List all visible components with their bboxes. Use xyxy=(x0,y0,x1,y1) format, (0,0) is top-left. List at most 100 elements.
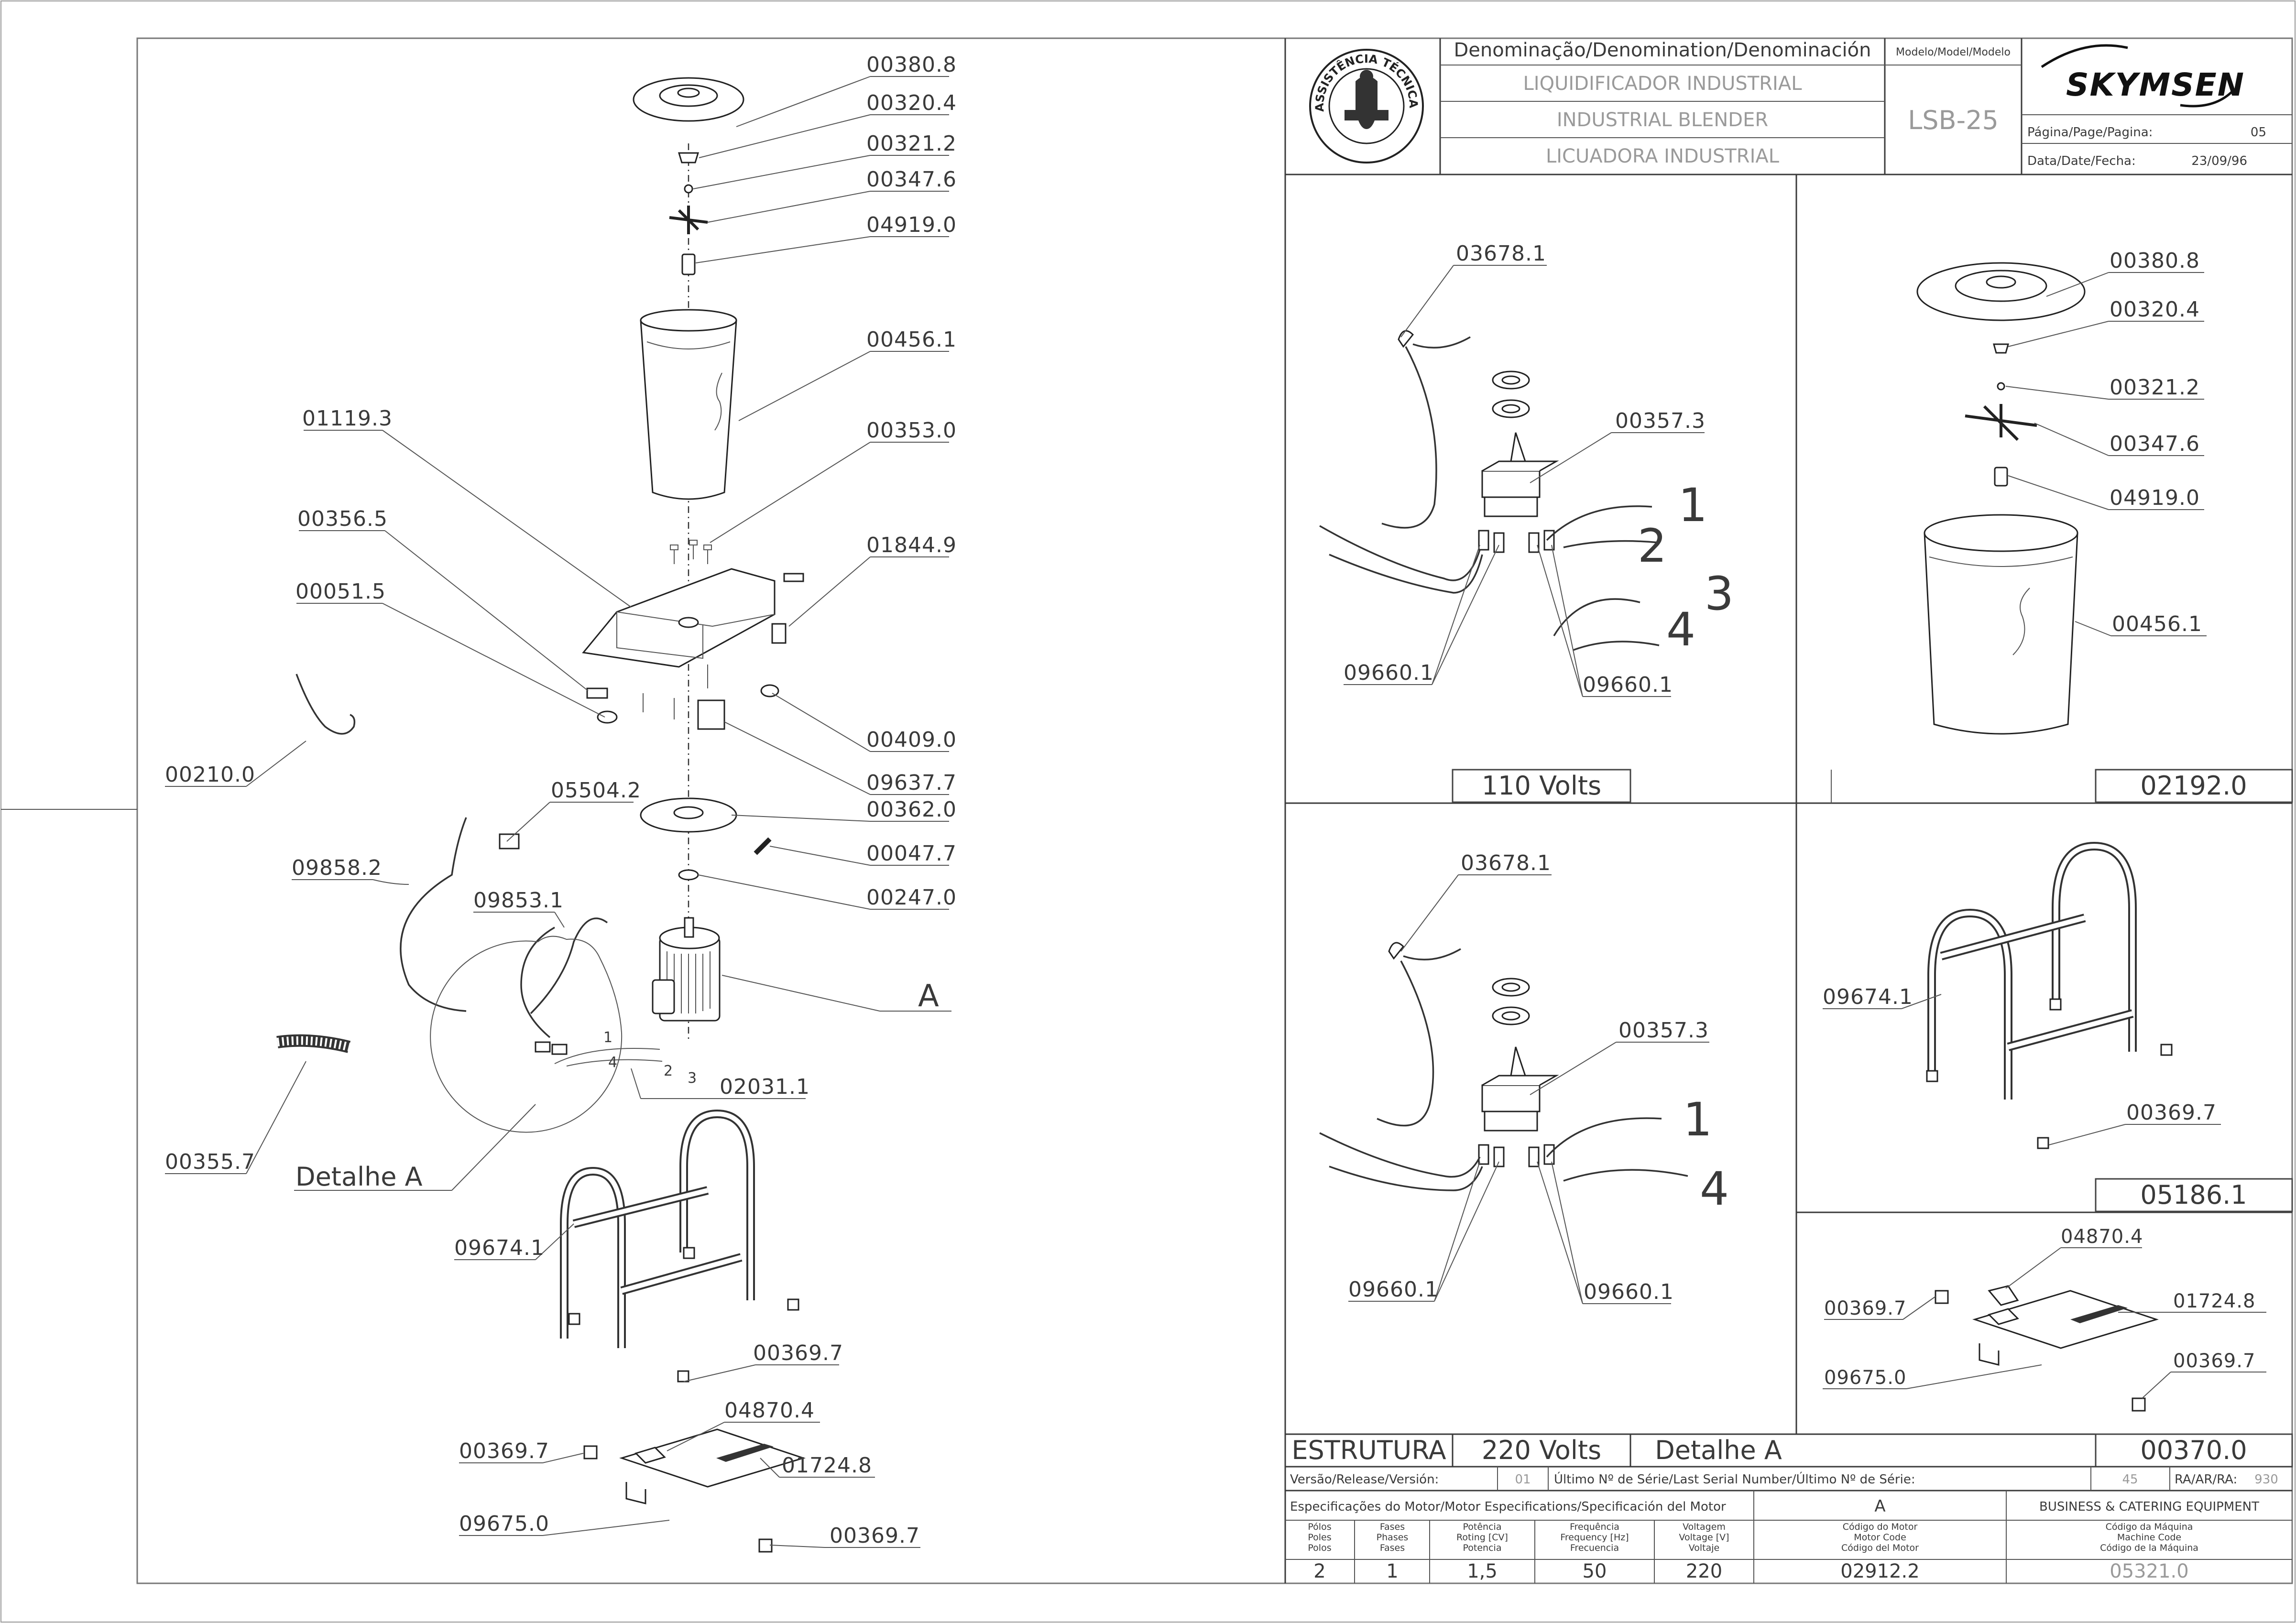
svg-text:3: 3 xyxy=(1705,567,1734,621)
svg-text:BUSINESS & CATERING EQUIPMENT: BUSINESS & CATERING EQUIPMENT xyxy=(2039,1500,2259,1514)
date-label: Data/Date/Fecha: xyxy=(2027,154,2136,168)
panel-stand-leaders xyxy=(1823,994,2221,1145)
skymsen-logo: SKYMSEN xyxy=(2041,44,2245,108)
svg-text:09660.1: 09660.1 xyxy=(1348,1277,1439,1302)
svg-text:00380.8: 00380.8 xyxy=(2110,249,2200,273)
panel-110-leaders xyxy=(1344,265,1705,697)
name-en: INDUSTRIAL BLENDER xyxy=(1557,109,1768,131)
svg-text:04870.4: 04870.4 xyxy=(2061,1226,2143,1248)
svg-text:RA/AR/RA:: RA/AR/RA: xyxy=(2175,1472,2237,1487)
main-label-14: 09637.7 xyxy=(866,771,957,795)
svg-text:SKYMSEN: SKYMSEN xyxy=(2066,66,2245,103)
panel-base-title: 00370.0 xyxy=(2140,1435,2247,1465)
panel-stand xyxy=(1926,841,2293,1212)
panel-stand-labels: 09674.1 00369.7 05186.1 xyxy=(1823,985,2247,1210)
model-label: Modelo/Model/Modelo xyxy=(1896,46,2011,58)
main-label-18: 09858.2 xyxy=(292,856,382,880)
svg-text:01724.8: 01724.8 xyxy=(2173,1290,2255,1312)
svg-text:00456.1: 00456.1 xyxy=(2112,612,2202,636)
panel-stand-title: 05186.1 xyxy=(2140,1180,2247,1210)
panel-base-labels: 04870.4 00369.7 01724.8 09675.0 00369.7 … xyxy=(1824,1226,2255,1465)
svg-text:03678.1: 03678.1 xyxy=(1461,851,1551,875)
panel-cup-labels: 00380.8 00320.4 00321.2 00347.6 04919.0 … xyxy=(2110,249,2247,801)
svg-text:04919.0: 04919.0 xyxy=(2110,486,2200,510)
main-label-13: 00409.0 xyxy=(866,728,957,752)
svg-text:4: 4 xyxy=(608,1054,617,1071)
panel-110-volts xyxy=(1319,330,2293,803)
svg-text:4: 4 xyxy=(1700,1162,1729,1216)
motor-phases: 1 xyxy=(1386,1560,1398,1582)
main-label-23: 00355.7 xyxy=(165,1150,255,1174)
main-label-3: 00321.2 xyxy=(866,131,957,156)
page-value: 05 xyxy=(2251,125,2266,140)
main-label-20: 09853.1 xyxy=(473,888,564,913)
main-label-26: 00369.7 xyxy=(753,1341,843,1365)
motor-code: 02912.2 xyxy=(1840,1560,1919,1582)
panel-cup-title: 02192.0 xyxy=(2140,771,2247,801)
svg-text:2: 2 xyxy=(1638,519,1667,573)
main-label-29: 01724.8 xyxy=(782,1453,872,1478)
footer-estrutura: ESTRUTURA xyxy=(1291,1435,1446,1465)
panel-220-volts xyxy=(1319,942,1688,1467)
main-label-11: 00051.5 xyxy=(295,579,386,604)
main-label-22: 02031.1 xyxy=(720,1075,810,1099)
svg-text:A: A xyxy=(1874,1497,1885,1516)
main-label-8: 00353.0 xyxy=(866,418,957,443)
panel-base-leaders xyxy=(1823,1247,2266,1399)
main-label-10: 01844.9 xyxy=(866,533,957,557)
motor-power: 1,5 xyxy=(1467,1560,1498,1582)
main-label-4: 00347.6 xyxy=(866,167,957,192)
footer-table: ESTRUTURA 220 Volts Detalhe A Versão/Rel… xyxy=(1285,1434,2292,1583)
denomination-label: Denominação/Denomination/Denominación xyxy=(1454,39,1871,61)
main-label-19: 00247.0 xyxy=(866,885,957,910)
main-label-27: 04870.4 xyxy=(724,1398,815,1423)
svg-text:00320.4: 00320.4 xyxy=(2110,297,2200,322)
svg-text:1: 1 xyxy=(603,1029,612,1046)
panel-110-title: 110 Volts xyxy=(1482,771,1601,801)
footer-detalhe: Detalhe A xyxy=(1655,1435,1782,1465)
motor-poles: 2 xyxy=(1313,1560,1325,1582)
svg-text:01: 01 xyxy=(1515,1472,1531,1487)
hose xyxy=(276,1034,351,1053)
motor-voltage: 220 xyxy=(1686,1560,1722,1582)
main-label-12: 00210.0 xyxy=(165,762,255,787)
svg-text:930: 930 xyxy=(2254,1472,2278,1487)
main-label-2: 00320.4 xyxy=(866,91,957,115)
svg-text:00369.7: 00369.7 xyxy=(2126,1100,2217,1125)
main-label-6: 00456.1 xyxy=(866,327,957,352)
title-block: ASSISTÊNCIA TÉCNICA AUTORIZADA Denominaç… xyxy=(0,0,2292,175)
main-exploded-view xyxy=(276,77,806,1553)
svg-text:00357.3: 00357.3 xyxy=(1618,1018,1709,1043)
main-label-28: 00369.7 xyxy=(459,1439,549,1463)
machine-code: 05321.0 xyxy=(2110,1560,2188,1582)
svg-text:09674.1: 09674.1 xyxy=(1823,985,1913,1009)
main-part-labels: 00380.8 00320.4 00321.2 00347.6 04919.0 … xyxy=(165,53,957,1548)
svg-text:09675.0: 09675.0 xyxy=(1824,1367,1906,1389)
svg-text:03678.1: 03678.1 xyxy=(1456,241,1546,266)
panel-220-leaders xyxy=(1348,874,1709,1304)
main-label-30: 09675.0 xyxy=(459,1512,549,1536)
motor-frequency: 50 xyxy=(1583,1560,1607,1582)
svg-text:3: 3 xyxy=(688,1070,697,1087)
main-label-15: 05504.2 xyxy=(551,778,641,803)
svg-text:00347.6: 00347.6 xyxy=(2110,432,2200,456)
date-value: 23/09/96 xyxy=(2191,154,2247,168)
svg-text:00357.3: 00357.3 xyxy=(1615,409,1706,433)
panel-base xyxy=(1935,1285,2293,1468)
footer-220-volts: 220 Volts xyxy=(1482,1435,1601,1465)
main-label-9: 00356.5 xyxy=(297,507,388,531)
main-label-17: 00047.7 xyxy=(866,841,957,866)
panel-110-labels: 03678.1 00357.3 09660.1 09660.1 1 2 3 4 … xyxy=(1344,241,1734,801)
svg-text:00369.7: 00369.7 xyxy=(2173,1350,2255,1372)
svg-text:1: 1 xyxy=(1678,479,1707,532)
svg-text:Último Nº de Série/Last Serial: Último Nº de Série/Last Serial Number/Úl… xyxy=(1554,1471,1915,1487)
svg-text:Versão/Release/Versión:: Versão/Release/Versión: xyxy=(1290,1472,1439,1487)
